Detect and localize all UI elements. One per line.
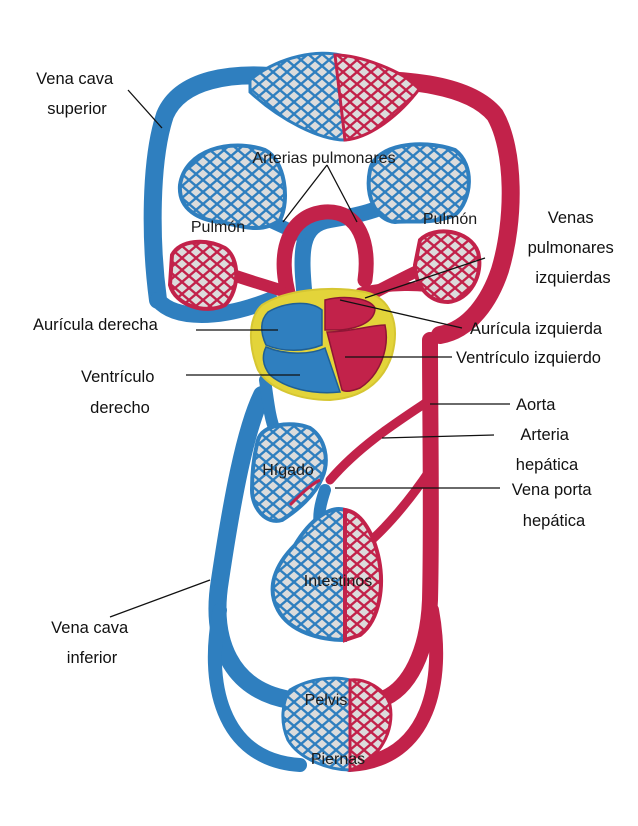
legs-artery-loop [343,603,444,772]
label-auricula-derecha: Aurícula derecha [33,316,159,334]
label-arteria-hepatica: Arteria hepática [516,426,579,474]
intestines-arterial [343,507,383,643]
label-vena-cava-superior-line2: superior [47,100,107,118]
label-arteria-hepatica-line1: Arteria [520,426,569,444]
left-lung [177,143,287,230]
intestines-venous [270,507,347,643]
labels: Vena cava superior Arterias pulmonares P… [33,70,619,768]
label-ventriculo-derecho-line1: Ventrículo [81,368,154,386]
right-ventricle [262,346,342,394]
leader-arteria-hepatica [381,434,495,439]
organs [167,51,482,773]
upper-body-artery-vessel [331,70,520,344]
leader-lines [109,89,510,618]
label-arterias-pulmonares: Arterias pulmonares [252,150,395,167]
label-ventriculo-izquierdo: Ventrículo izquierdo [456,349,601,367]
liver-red-vessel [288,478,321,507]
hepatic-artery-vessel [325,395,435,485]
label-vena-cava-inferior-line2: inferior [67,649,118,667]
label-venas-pulmonares-line2: pulmonares [528,239,614,257]
leader-vena-cava-inferior [109,579,211,618]
pelvis-capillary-arterial [348,678,393,773]
label-pelvis: Pelvis [305,692,348,709]
upper-body-capillary-bed-venous [248,51,347,142]
superior-return-vessel [150,292,278,323]
label-vena-cava-superior-line1: Vena cava [36,70,114,88]
label-ventriculo-derecho-line2: derecho [90,399,150,417]
left-ventricle [326,324,387,393]
label-vena-porta: Vena porta hepática [512,481,596,530]
descending-aorta-vessel [372,332,439,708]
label-ventriculo-derecho: Ventrículo derecho [81,368,159,417]
leader-auricula-izquierda [339,299,463,329]
leader-venas-pulmonares [364,257,486,299]
right-lung-arterial [412,229,482,305]
label-pulmon-right: Pulmón [423,211,477,228]
label-vena-cava-inferior-line1: Vena cava [51,619,129,637]
label-arteria-hepatica-line2: hepática [516,456,579,474]
vena-cava-superior-vessel [143,66,339,309]
upper-body-capillary-bed-arterial [333,53,423,142]
label-piernas: Piernas [311,751,365,768]
right-atrium [261,302,323,351]
label-aorta: Aorta [516,396,556,414]
aortic-arch-vessel [276,204,374,308]
label-venas-pulmonares-line1: Venas [548,209,594,227]
left-lung-arterial [167,239,239,311]
pelvis-capillary-venous [281,676,352,772]
heart [249,287,396,402]
label-venas-pulmonares-line3: izquierdas [535,269,610,287]
label-vena-cava-inferior: Vena cava inferior [51,619,133,667]
label-venas-pulmonares: Venas pulmonares izquierdas [528,209,619,287]
label-higado: Hígado [262,462,314,479]
leader-vena-cava-superior [127,89,163,129]
vena-cava-inferior-vessel [208,386,299,709]
label-vena-porta-line2: hepática [523,512,586,530]
hepatic-vein-vessel [259,374,281,436]
label-auricula-izquierda: Aurícula izquierda [470,320,603,338]
label-intestinos: Intestinos [304,573,372,590]
label-pulmon-left: Pulmón [191,219,245,236]
leader-arterias-pulmonares-b [326,164,358,223]
liver [249,422,328,523]
leader-arterias-pulmonares-a [282,164,328,223]
label-vena-cava-superior: Vena cava superior [36,70,118,118]
legs-vein-loop [207,603,307,772]
right-lung [366,142,471,225]
label-vena-porta-line1: Vena porta [512,481,593,499]
